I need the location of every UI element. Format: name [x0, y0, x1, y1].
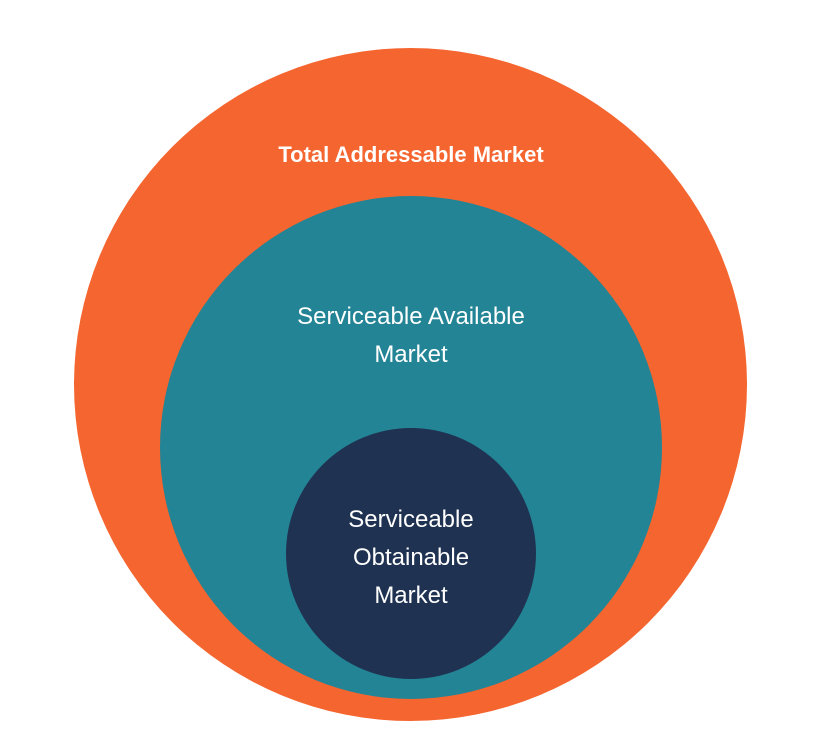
serviceable-obtainable-market-label: Serviceable Obtainable Market: [0, 501, 822, 615]
som-label-line-1: Serviceable: [348, 506, 474, 533]
total-addressable-market-label: Total Addressable Market: [0, 141, 822, 169]
tam-label-line: Total Addressable Market: [278, 142, 544, 167]
serviceable-available-market-label: Serviceable Available Market: [0, 298, 822, 374]
som-label-line-3: Market: [374, 582, 448, 609]
serviceable-obtainable-market-circle: [286, 428, 536, 679]
som-label-line-2: Obtainable: [352, 544, 470, 571]
sam-label-line-2: Market: [374, 341, 448, 368]
sam-label-line-1: Serviceable Available: [297, 303, 525, 330]
